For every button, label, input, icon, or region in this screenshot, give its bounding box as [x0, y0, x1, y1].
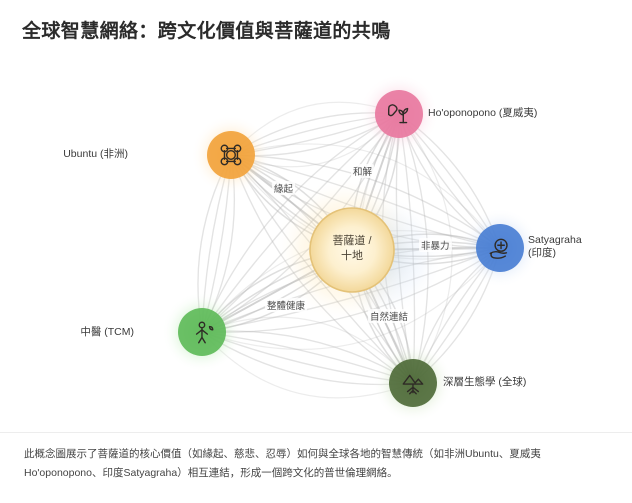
node-satyagraha[interactable]: [476, 224, 524, 272]
node-label-hooponopono: Ho'oponopono (夏威夷): [428, 107, 538, 119]
mountain-roots-icon: [402, 374, 424, 395]
node-hooponopono[interactable]: [375, 90, 423, 138]
center-node-label: 菩薩道 / 十地: [332, 235, 372, 262]
people-circle-icon: [220, 144, 242, 166]
node-label-deep-ecology: 深層生態學 (全球): [443, 376, 527, 388]
network-diagram: Ho'oponopono (夏威夷) Ubuntu (非洲) Satyagraha …: [0, 58, 632, 432]
edge-line: [201, 247, 501, 350]
node-label-ubuntu: Ubuntu (非洲): [63, 148, 128, 160]
center-node: [309, 207, 395, 293]
hand-dove-icon: [489, 238, 508, 259]
edge-line: [230, 143, 501, 249]
node-disc: [375, 90, 423, 138]
page-title: 全球智慧網絡：跨文化價值與菩薩道的共鳴: [22, 20, 391, 42]
caption-text: 此概念圖展示了菩薩道的核心價值（如緣起、慈悲、忍辱）如何與全球各地的智慧傳統（如…: [24, 448, 541, 480]
node-disc: [476, 224, 524, 272]
node-disc: [389, 359, 437, 407]
node-tcm[interactable]: [178, 308, 226, 356]
node-deep-ecology[interactable]: [389, 359, 437, 407]
edge-label-reconciliation: 和解: [351, 164, 375, 178]
title-bar: 全球智慧網絡：跨文化價值與菩薩道的共鳴: [0, 0, 632, 58]
caption-section: 此概念圖展示了菩薩道的核心價值（如緣起、慈悲、忍辱）如何與全球各地的智慧傳統（如…: [0, 432, 632, 503]
node-label-tcm: 中醫 (TCM): [80, 326, 134, 338]
edge-label-nature-connection: 自然連結: [368, 309, 411, 323]
edge-label-holistic-health: 整體健康: [265, 298, 308, 312]
body-herb-icon: [195, 321, 214, 344]
edge-label-pratityasamutpada: 緣起: [272, 181, 296, 195]
node-label-satyagraha: Satyagraha (印度): [528, 234, 582, 260]
hand-plant-icon: [387, 104, 409, 124]
nodes-layer: [178, 90, 524, 407]
edge-label-nonviolence: 非暴力: [419, 238, 452, 252]
node-ubuntu[interactable]: [207, 131, 255, 179]
edge-line: [398, 113, 453, 384]
node-disc: [207, 131, 255, 179]
